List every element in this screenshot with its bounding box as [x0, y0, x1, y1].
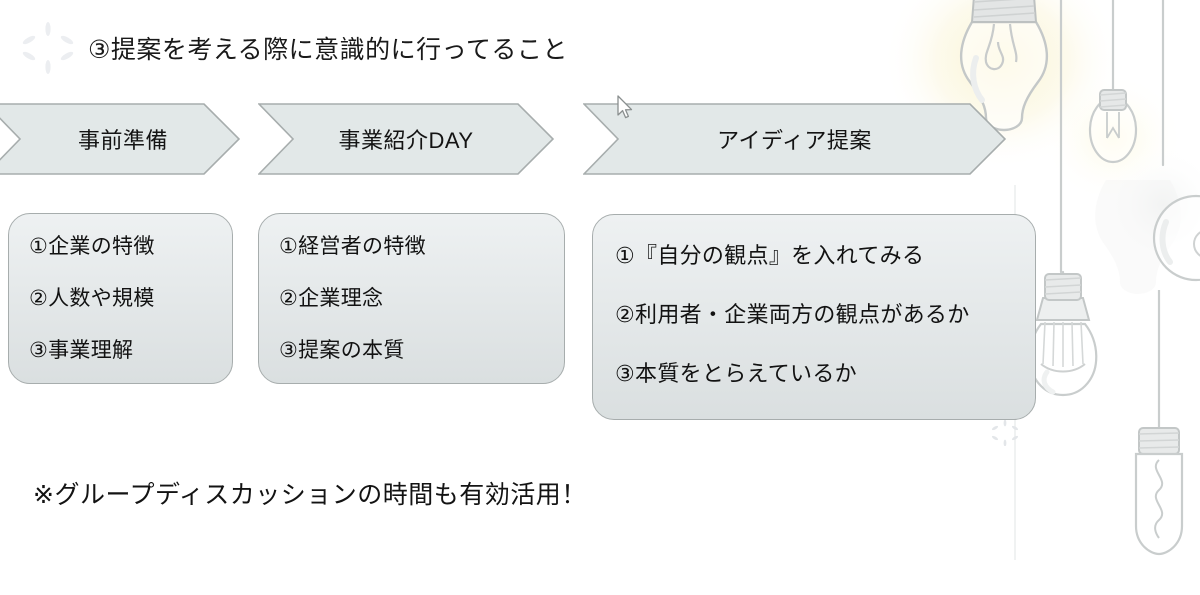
- lightbulb-tube-icon: [1134, 290, 1184, 556]
- detail-line: ①企業の特徴: [29, 235, 155, 258]
- detail-line: ②利用者・企業両方の観点があるか: [615, 302, 970, 327]
- detail-box-1[interactable]: ①企業の特徴 ②人数や規模 ③事業理解: [8, 213, 233, 384]
- mouse-pointer-icon: [617, 95, 633, 119]
- phase-chevron-1-label: 事前準備: [77, 128, 168, 153]
- lightbulb-led-icon: [1028, 273, 1098, 397]
- detail-line: ②企業理念: [279, 287, 384, 310]
- footer-note: ※グループディスカッションの時間も有効活用！: [33, 481, 587, 509]
- phase-chevron-2-label: 事業紹介DAY: [338, 128, 474, 153]
- lightbulb-icon: [1152, 194, 1200, 282]
- lightbulb-icon: [1095, 180, 1181, 294]
- phase-chevron-2[interactable]: 事業紹介DAY: [258, 103, 554, 175]
- phase-chevron-3-label: アイディア提案: [717, 128, 872, 153]
- detail-line: ①『自分の観点』を入れてみる: [615, 243, 925, 268]
- detail-line: ③事業理解: [29, 339, 134, 362]
- phase-chevron-3[interactable]: アイディア提案: [583, 103, 1006, 175]
- title-row: ③提案を考える際に意識的に行ってること: [0, 14, 800, 74]
- sparkle-icon: [22, 22, 74, 74]
- phase-chevron-1[interactable]: 事前準備: [0, 103, 240, 175]
- page-title: ③提案を考える際に意識的に行ってること: [88, 36, 568, 64]
- detail-box-3[interactable]: ①『自分の観点』を入れてみる ②利用者・企業両方の観点があるか ③本質をとらえて…: [592, 214, 1036, 420]
- detail-line: ③提案の本質: [279, 339, 405, 362]
- detail-box-2[interactable]: ①経営者の特徴 ②企業理念 ③提案の本質: [258, 213, 565, 384]
- detail-line: ②人数や規模: [29, 287, 155, 310]
- detail-line: ③本質をとらえているか: [615, 361, 857, 386]
- sparkle-icon: [992, 420, 1018, 446]
- detail-line: ①経営者の特徴: [279, 235, 426, 258]
- lightbulb-edison-icon: [1088, 89, 1138, 164]
